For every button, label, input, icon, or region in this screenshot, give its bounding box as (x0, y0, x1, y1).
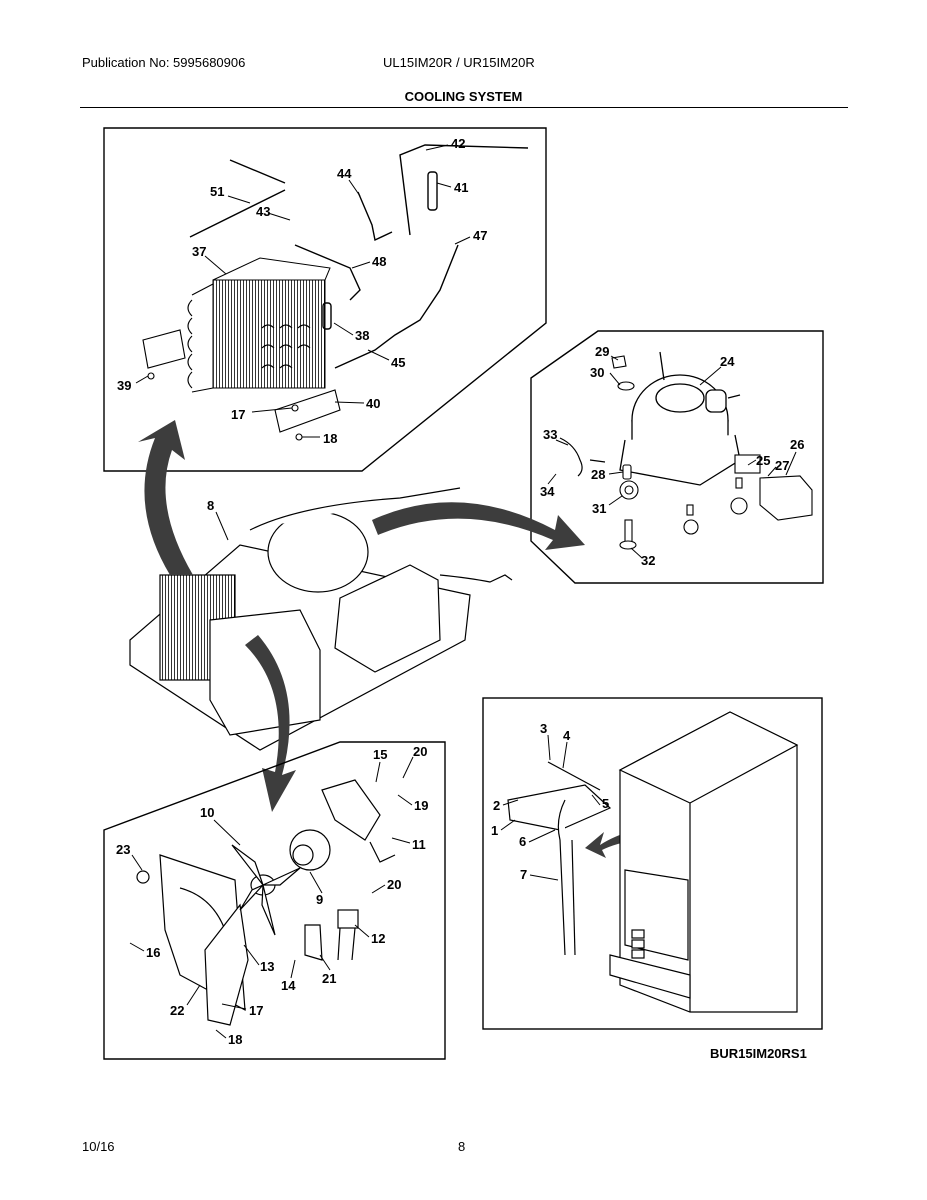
callout-15: 15 (373, 747, 387, 762)
page-title: COOLING SYSTEM (404, 89, 523, 104)
callout-11: 11 (412, 837, 426, 852)
callout-13: 13 (260, 959, 274, 974)
callout-16: 16 (146, 945, 160, 960)
condenser-panel: 51 43 44 42 41 47 37 48 38 45 39 17 40 1… (103, 127, 547, 472)
callout-14: 14 (281, 978, 296, 993)
callout-17-fan: 17 (249, 1003, 263, 1018)
callout-25: 25 (756, 453, 770, 468)
footer-date: 10/16 (82, 1139, 115, 1154)
callout-37: 37 (192, 244, 206, 259)
callout-24: 24 (720, 354, 735, 369)
callout-48: 48 (372, 254, 386, 269)
callout-12: 12 (371, 931, 385, 946)
header-rule (80, 107, 848, 108)
callout-3: 3 (540, 721, 547, 736)
callout-19: 19 (414, 798, 428, 813)
callout-38: 38 (355, 328, 369, 343)
fan-panel: 15 20 19 10 11 23 9 20 16 13 12 21 14 22… (103, 741, 446, 1060)
callout-23: 23 (116, 842, 130, 857)
callout-20-top: 20 (413, 744, 427, 759)
callout-42: 42 (451, 136, 465, 151)
callout-5: 5 (602, 796, 609, 811)
model-numbers: UL15IM20R / UR15IM20R (383, 55, 535, 70)
callout-26: 26 (790, 437, 804, 452)
callout-45: 45 (391, 355, 405, 370)
callout-32: 32 (641, 553, 655, 568)
callout-6: 6 (519, 834, 526, 849)
callout-40: 40 (366, 396, 380, 411)
callout-29: 29 (595, 344, 609, 359)
publication-number: Publication No: 5995680906 (82, 55, 246, 70)
callout-1: 1 (491, 823, 498, 838)
callout-18-condenser: 18 (323, 431, 337, 446)
callout-21: 21 (322, 971, 336, 986)
callout-28: 28 (591, 467, 605, 482)
callout-17-condenser: 17 (231, 407, 245, 422)
callout-8: 8 (207, 498, 214, 513)
callout-27: 27 (775, 458, 789, 473)
callout-51: 51 (210, 184, 224, 199)
callout-34: 34 (540, 484, 555, 499)
callout-44: 44 (337, 166, 352, 181)
callout-18-fan: 18 (228, 1032, 242, 1047)
assembled-unit: 8 (129, 487, 513, 751)
callout-9: 9 (316, 892, 323, 907)
callout-22: 22 (170, 1003, 184, 1018)
callout-4: 4 (563, 728, 571, 743)
callout-39: 39 (117, 378, 131, 393)
callout-47: 47 (473, 228, 487, 243)
footer-page-number: 8 (458, 1139, 466, 1154)
callout-33: 33 (543, 427, 557, 442)
callout-10: 10 (200, 805, 214, 820)
figure-code: BUR15IM20RS1 (710, 1046, 807, 1061)
cabinet-panel: 3 4 2 5 1 6 7 (482, 697, 823, 1030)
callout-2: 2 (493, 798, 500, 813)
callout-20-mid: 20 (387, 877, 401, 892)
compressor-panel: 29 30 24 33 28 34 31 32 25 27 26 (530, 330, 824, 584)
callout-41: 41 (454, 180, 468, 195)
callout-43: 43 (256, 204, 270, 219)
callout-30: 30 (590, 365, 604, 380)
callout-31: 31 (592, 501, 606, 516)
callout-7: 7 (520, 867, 527, 882)
